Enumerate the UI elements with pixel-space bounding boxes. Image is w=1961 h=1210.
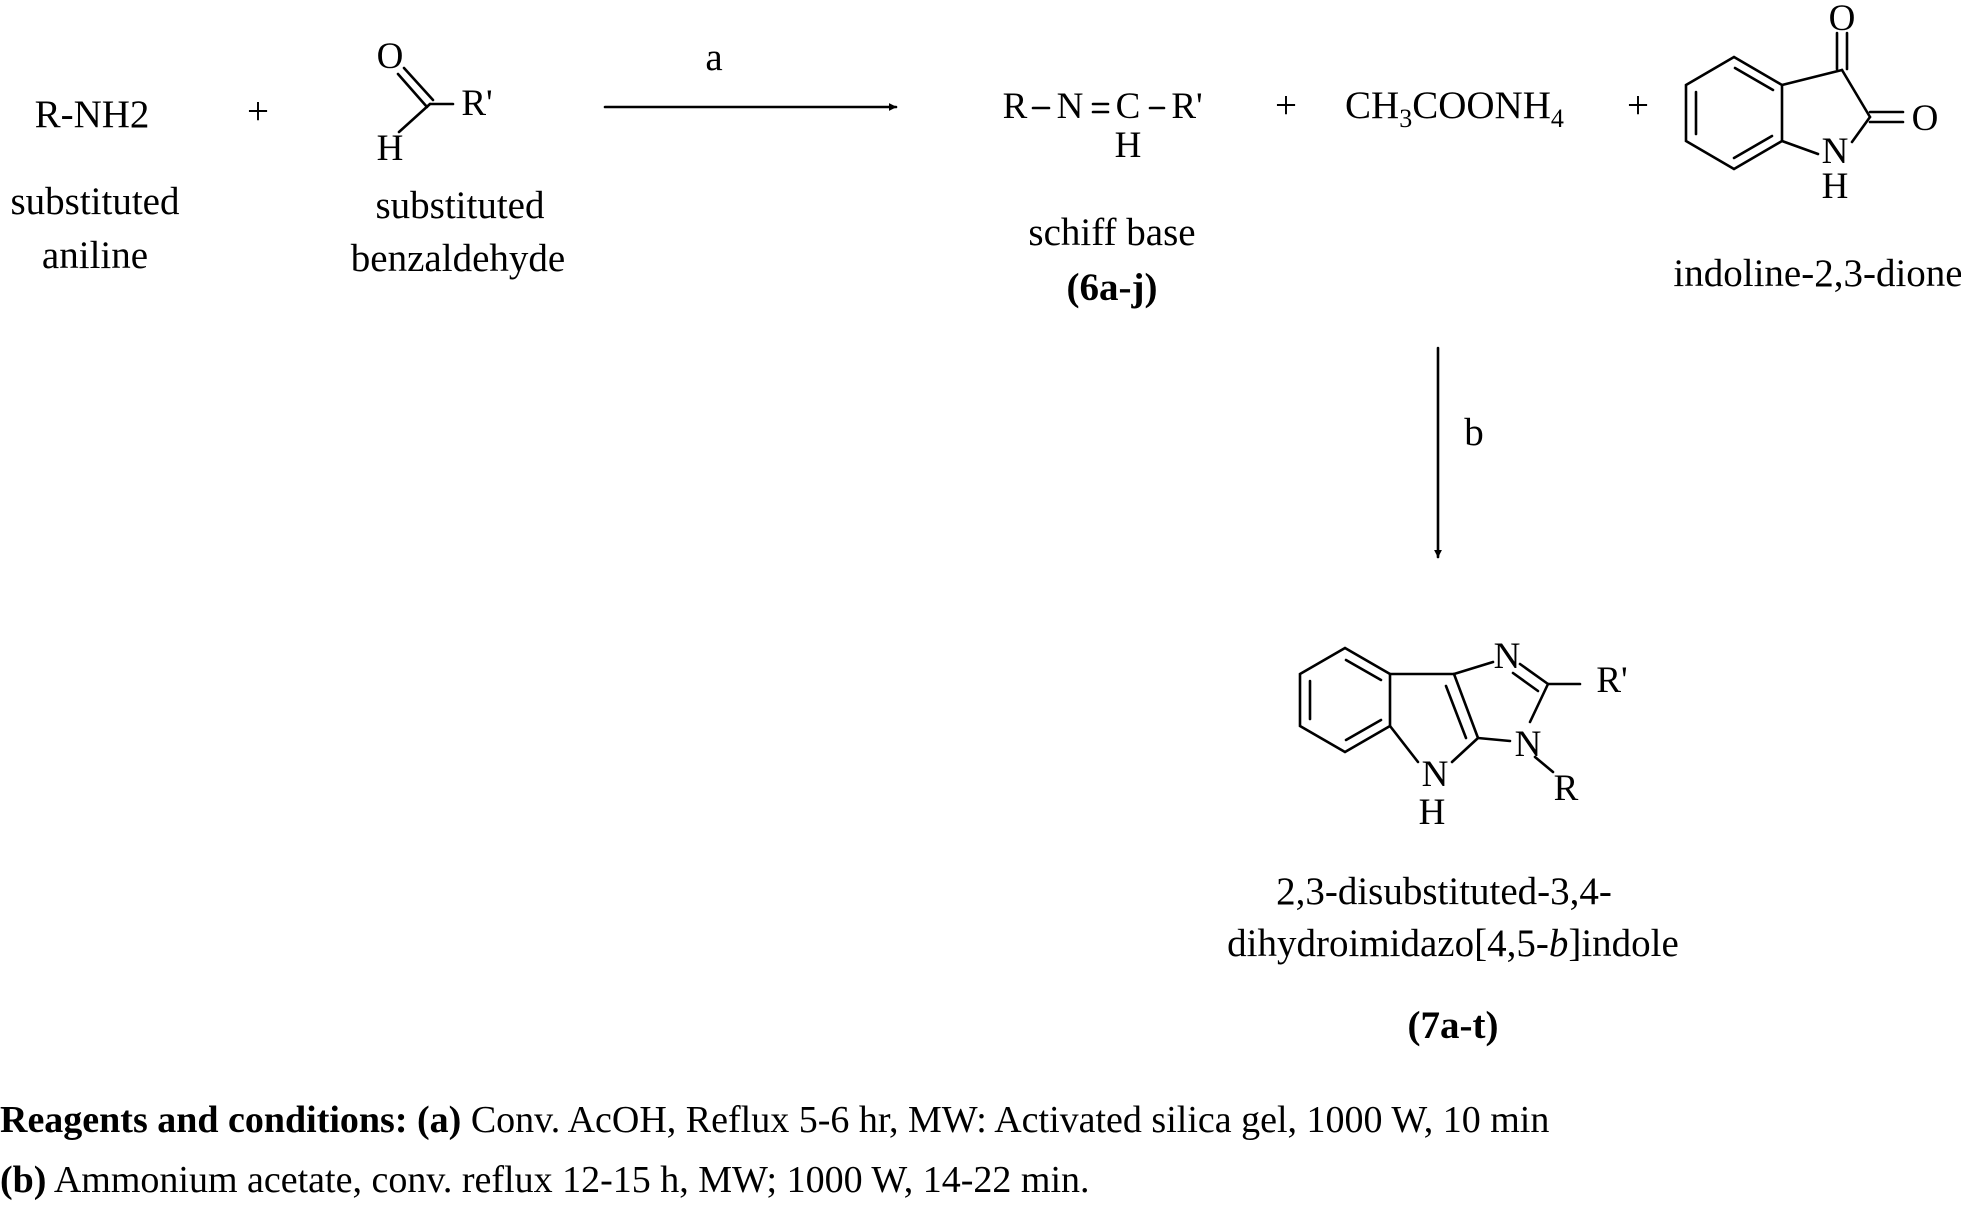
- aldehyde-c-o-double-bond-1: [396, 72, 429, 109]
- isatin-structure: O O N H: [1684, 0, 1939, 207]
- schiff-r-prime-label: R': [1171, 86, 1202, 127]
- product-aromatic-bond-2: [1344, 718, 1383, 742]
- product-r-label: R: [1554, 768, 1579, 809]
- ammonium-acetate-formula: CH3COONH4: [1345, 84, 1564, 133]
- aldehyde-hydrogen-atom: H: [377, 128, 404, 169]
- product-n1-c2-double-bond-2: [1511, 671, 1540, 693]
- product-nitrogen-bottom: N: [1422, 754, 1449, 795]
- aniline-name-line1: substituted: [10, 180, 180, 223]
- benzaldehyde-structure: O H R': [377, 36, 493, 169]
- product-c3a-nh-bond: [1450, 736, 1480, 764]
- plus-sign-3: +: [1627, 84, 1649, 127]
- schiff-hydrogen-atom: H: [1115, 125, 1142, 166]
- isatin-c3a-c3-bond: [1780, 68, 1844, 87]
- product-nitrogen-top: N: [1494, 636, 1521, 677]
- conditions-line-b: (b) Ammonium acetate, conv. reflux 12-15…: [0, 1150, 1961, 1210]
- product-benzene-ring: [1298, 646, 1392, 754]
- product-nh-c8a-bond: [1388, 724, 1420, 764]
- product-n3-r-bond: [1533, 755, 1555, 774]
- reaction-scheme: R-NH2 substituted aniline + O H R' subst…: [10, 0, 1961, 1047]
- isatin-c2-n-bond: [1850, 115, 1872, 144]
- product-c9a-c3a-inner-bond: [1444, 684, 1468, 740]
- isatin-nitrogen-atom: N: [1822, 131, 1849, 172]
- conditions-b-tag: (b): [0, 1159, 47, 1201]
- step-a-label: a: [705, 36, 722, 79]
- isatin-nh-hydrogen: H: [1822, 166, 1849, 207]
- plus-sign-1: +: [247, 90, 269, 133]
- product-r-prime-label: R': [1596, 660, 1627, 701]
- product-aromatic-bond-1: [1344, 658, 1383, 682]
- conditions-b-text: Ammonium acetate, conv. reflux 12-15 h, …: [46, 1159, 1090, 1201]
- plus-sign-2: +: [1275, 84, 1297, 127]
- aniline-name-line2: aniline: [42, 234, 148, 277]
- product-n3-c3a-bond: [1476, 736, 1512, 743]
- schiff-nitrogen-atom: N: [1057, 86, 1084, 127]
- schiff-r-label: R: [1003, 86, 1028, 127]
- isatin-aromatic-bond-2: [1732, 134, 1774, 160]
- product-structure: N R' N R N H: [1298, 636, 1628, 833]
- benzaldehyde-name-line2: benzaldehyde: [351, 237, 565, 280]
- product-name-line2: dihydroimidazo[4,5-b]indole: [1227, 922, 1679, 965]
- reagents-and-conditions: Reagents and conditions: (a) Conv. AcOH,…: [0, 1090, 1961, 1210]
- aldehyde-c-h-bond: [397, 102, 432, 134]
- product-n1-c2-double-bond-1: [1518, 662, 1550, 686]
- product-nh-hydrogen: H: [1419, 792, 1446, 833]
- product-c9a-n1-bond: [1452, 660, 1495, 676]
- isatin-oxygen-right: O: [1912, 98, 1939, 139]
- benzaldehyde-name-line1: substituted: [375, 184, 545, 227]
- product-name-line1: 2,3-disubstituted-3,4-: [1276, 870, 1612, 913]
- isatin-n-c7a-bond: [1780, 139, 1820, 156]
- aniline-formula: R-NH2: [35, 93, 150, 136]
- isatin-c3-c2-bond: [1840, 68, 1872, 119]
- schiff-carbon-atom: C: [1116, 86, 1141, 127]
- conditions-line-a: Reagents and conditions: (a) Conv. AcOH,…: [0, 1090, 1961, 1150]
- isatin-oxygen-top: O: [1829, 0, 1856, 39]
- isatin-aromatic-bond-1: [1733, 66, 1775, 92]
- aldehyde-oxygen-atom: O: [377, 36, 404, 77]
- product-c9a-c3a-bond: [1452, 672, 1480, 740]
- isatin-name: indoline-2,3-dione: [1673, 252, 1961, 295]
- step-b-label: b: [1464, 411, 1484, 454]
- conditions-heading: Reagents and conditions:: [0, 1099, 408, 1141]
- isatin-benzene-ring: [1684, 55, 1784, 171]
- conditions-a-text: Conv. AcOH, Reflux 5-6 hr, MW: Activated…: [461, 1099, 1550, 1141]
- product-nitrogen-right: N: [1515, 724, 1542, 765]
- product-compound-number: (7a-t): [1408, 1004, 1499, 1047]
- aldehyde-r-prime-label: R': [461, 83, 492, 124]
- conditions-a-tag: (a): [417, 1099, 462, 1141]
- product-c2-n3-bond: [1528, 682, 1550, 724]
- schiff-base-structure: R N C R' H: [1003, 86, 1203, 166]
- schiff-base-compound-number: (6a-j): [1067, 266, 1158, 309]
- schiff-base-name: schiff base: [1028, 211, 1195, 254]
- aldehyde-c-o-double-bond-2: [402, 66, 435, 102]
